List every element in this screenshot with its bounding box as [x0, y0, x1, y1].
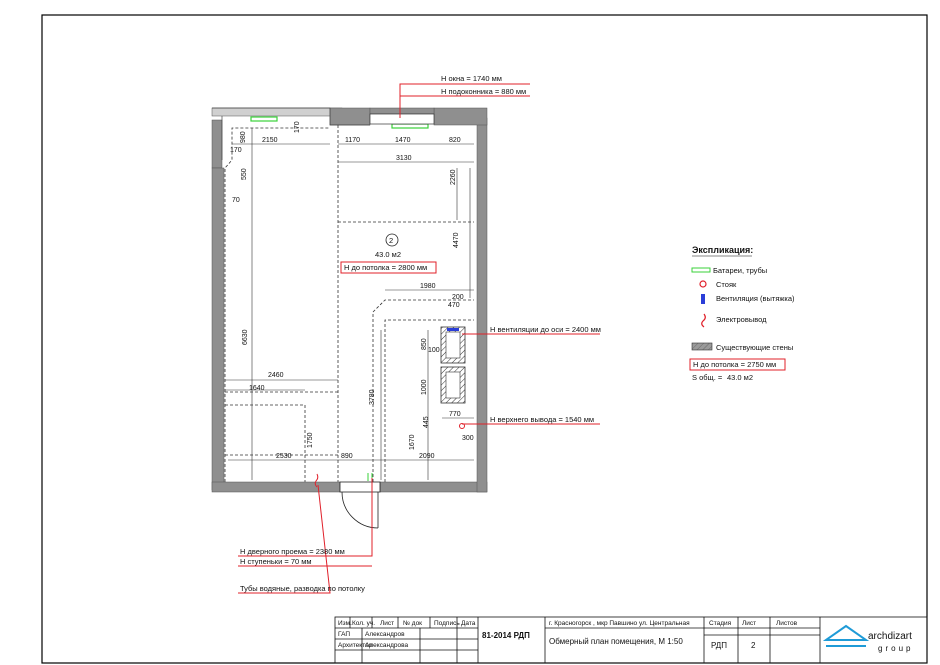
dim-1640: 1640	[249, 385, 265, 392]
electric-outlet-marker	[314, 473, 319, 488]
dim-100: 100	[428, 347, 440, 354]
outlet-height-label: Н верхнего вывода = 1540 мм	[490, 415, 594, 424]
tb-header-ndok: № док	[403, 620, 422, 627]
legend-vent-swatch	[701, 294, 705, 304]
dim-770: 770	[449, 411, 461, 418]
logo-name: archdizart	[868, 631, 912, 642]
dim-70: 70	[232, 197, 240, 204]
tb-project-code: 81-2014 РДП	[482, 631, 530, 640]
tb-header-data: Дата	[461, 620, 476, 627]
room-number-circle	[385, 233, 399, 247]
legend-radiators: Батареи, трубы	[713, 266, 767, 275]
tb-header-izm: Изм.	[338, 620, 352, 627]
tb-header-list: Лист	[380, 620, 394, 627]
dim-3780: 3780	[369, 389, 376, 405]
dim-200: 200	[452, 294, 464, 301]
tb-header-podpis: Подпись	[434, 620, 460, 627]
dim-2460: 2460	[268, 372, 284, 379]
dim-445: 445	[423, 416, 430, 428]
step-height-label: Н ступеньки = 70 мм	[240, 557, 312, 566]
legend-electric: Электровывод	[716, 315, 767, 324]
tb-name-2: Александрова	[365, 642, 409, 649]
tb-header-sheet: Лист	[742, 620, 756, 627]
legend-ceiling: Н до потолка = 2750 мм	[693, 360, 776, 369]
existing-walls	[211, 107, 488, 493]
pipes-label: Тубы водяные, разводка по потолку	[240, 584, 365, 593]
dim-4470: 4470	[453, 232, 460, 248]
tb-header-sheets: Листов	[776, 620, 798, 627]
dim-170b: 170	[230, 147, 242, 154]
vent-height-label: Н вентиляции до оси = 2400 мм	[490, 325, 601, 334]
leader-lines	[238, 83, 600, 594]
legend-ceiling-box	[689, 358, 786, 371]
dim-3130: 3130	[396, 155, 412, 162]
tb-header-kol: Кол. уч.	[352, 620, 375, 627]
dim-300: 300	[462, 435, 474, 442]
logo-group: group	[878, 644, 913, 653]
dim-2090: 2090	[419, 453, 435, 460]
tb-role-1: ГАП	[338, 631, 350, 638]
tb-name-1: Александров	[365, 631, 405, 638]
title-block	[334, 616, 928, 664]
tb-sheet-title: Обмерный план помещения, М 1:50	[549, 637, 683, 646]
dim-6630: 6630	[242, 329, 249, 345]
pipes-marker	[367, 473, 373, 481]
dim-890: 890	[341, 453, 353, 460]
entrance-door	[339, 481, 381, 529]
dim-1750: 1750	[307, 432, 314, 448]
room-number: 2	[389, 236, 393, 245]
legend-area-value: 43.0 м2	[727, 373, 753, 382]
dim-850: 850	[421, 338, 428, 350]
tb-stage: РДП	[711, 641, 727, 650]
dim-550: 550	[241, 168, 248, 180]
radiator-1	[250, 116, 278, 122]
dim-1670: 1670	[409, 434, 416, 450]
dim-980: 980	[240, 131, 247, 143]
legend-wall-swatch	[691, 342, 713, 351]
room-area: 43.0 м2	[375, 250, 401, 259]
tb-address: г. Красногорск , мкр Павшино ул. Централ…	[549, 620, 690, 627]
room-outline	[224, 125, 474, 482]
tb-role-2: Архитектор	[338, 642, 373, 649]
ceiling-callout-box	[340, 261, 437, 274]
archdizart-logo: archdizart group	[822, 624, 913, 653]
dim-2260: 2260	[450, 169, 457, 185]
windowsill-height-label: Н подоконника = 880 мм	[441, 87, 526, 96]
window-height-label: Н окна = 1740 мм	[441, 74, 502, 83]
legend-radiator-swatch	[691, 267, 711, 273]
legend-electric-swatch	[701, 313, 706, 328]
legend-ventilation: Вентиляция (вытяжка)	[716, 294, 795, 303]
vent-marker	[447, 328, 459, 331]
legend-riser-swatch	[699, 280, 707, 288]
dim-1470: 1470	[395, 137, 411, 144]
tb-header-stage: Стадия	[709, 620, 732, 627]
legend-walls: Существующие стены	[716, 343, 793, 352]
radiator-2	[391, 123, 429, 129]
door-height-label: Н дверного проема = 2380 мм	[240, 547, 345, 556]
legend-riser: Стояк	[716, 280, 737, 289]
legend-area-label: S общ. =	[692, 373, 723, 382]
dim-1980: 1980	[420, 283, 436, 290]
dim-1000: 1000	[421, 379, 428, 395]
dim-470: 470	[448, 302, 460, 309]
legend: Экспликация: Батареи, трубы Стояк Вентил…	[689, 245, 795, 382]
vent-shaft	[440, 326, 466, 404]
window-frame	[369, 113, 435, 125]
dim-2530: 2530	[276, 453, 292, 460]
tb-sheet-number: 2	[751, 641, 756, 650]
dim-170a: 170	[294, 121, 301, 133]
dim-2150: 2150	[262, 137, 278, 144]
legend-title: Экспликация:	[692, 245, 753, 255]
ceiling-callout: Н до потолка = 2800 мм	[344, 263, 427, 272]
dim-820: 820	[449, 137, 461, 144]
dim-1170: 1170	[345, 137, 360, 144]
